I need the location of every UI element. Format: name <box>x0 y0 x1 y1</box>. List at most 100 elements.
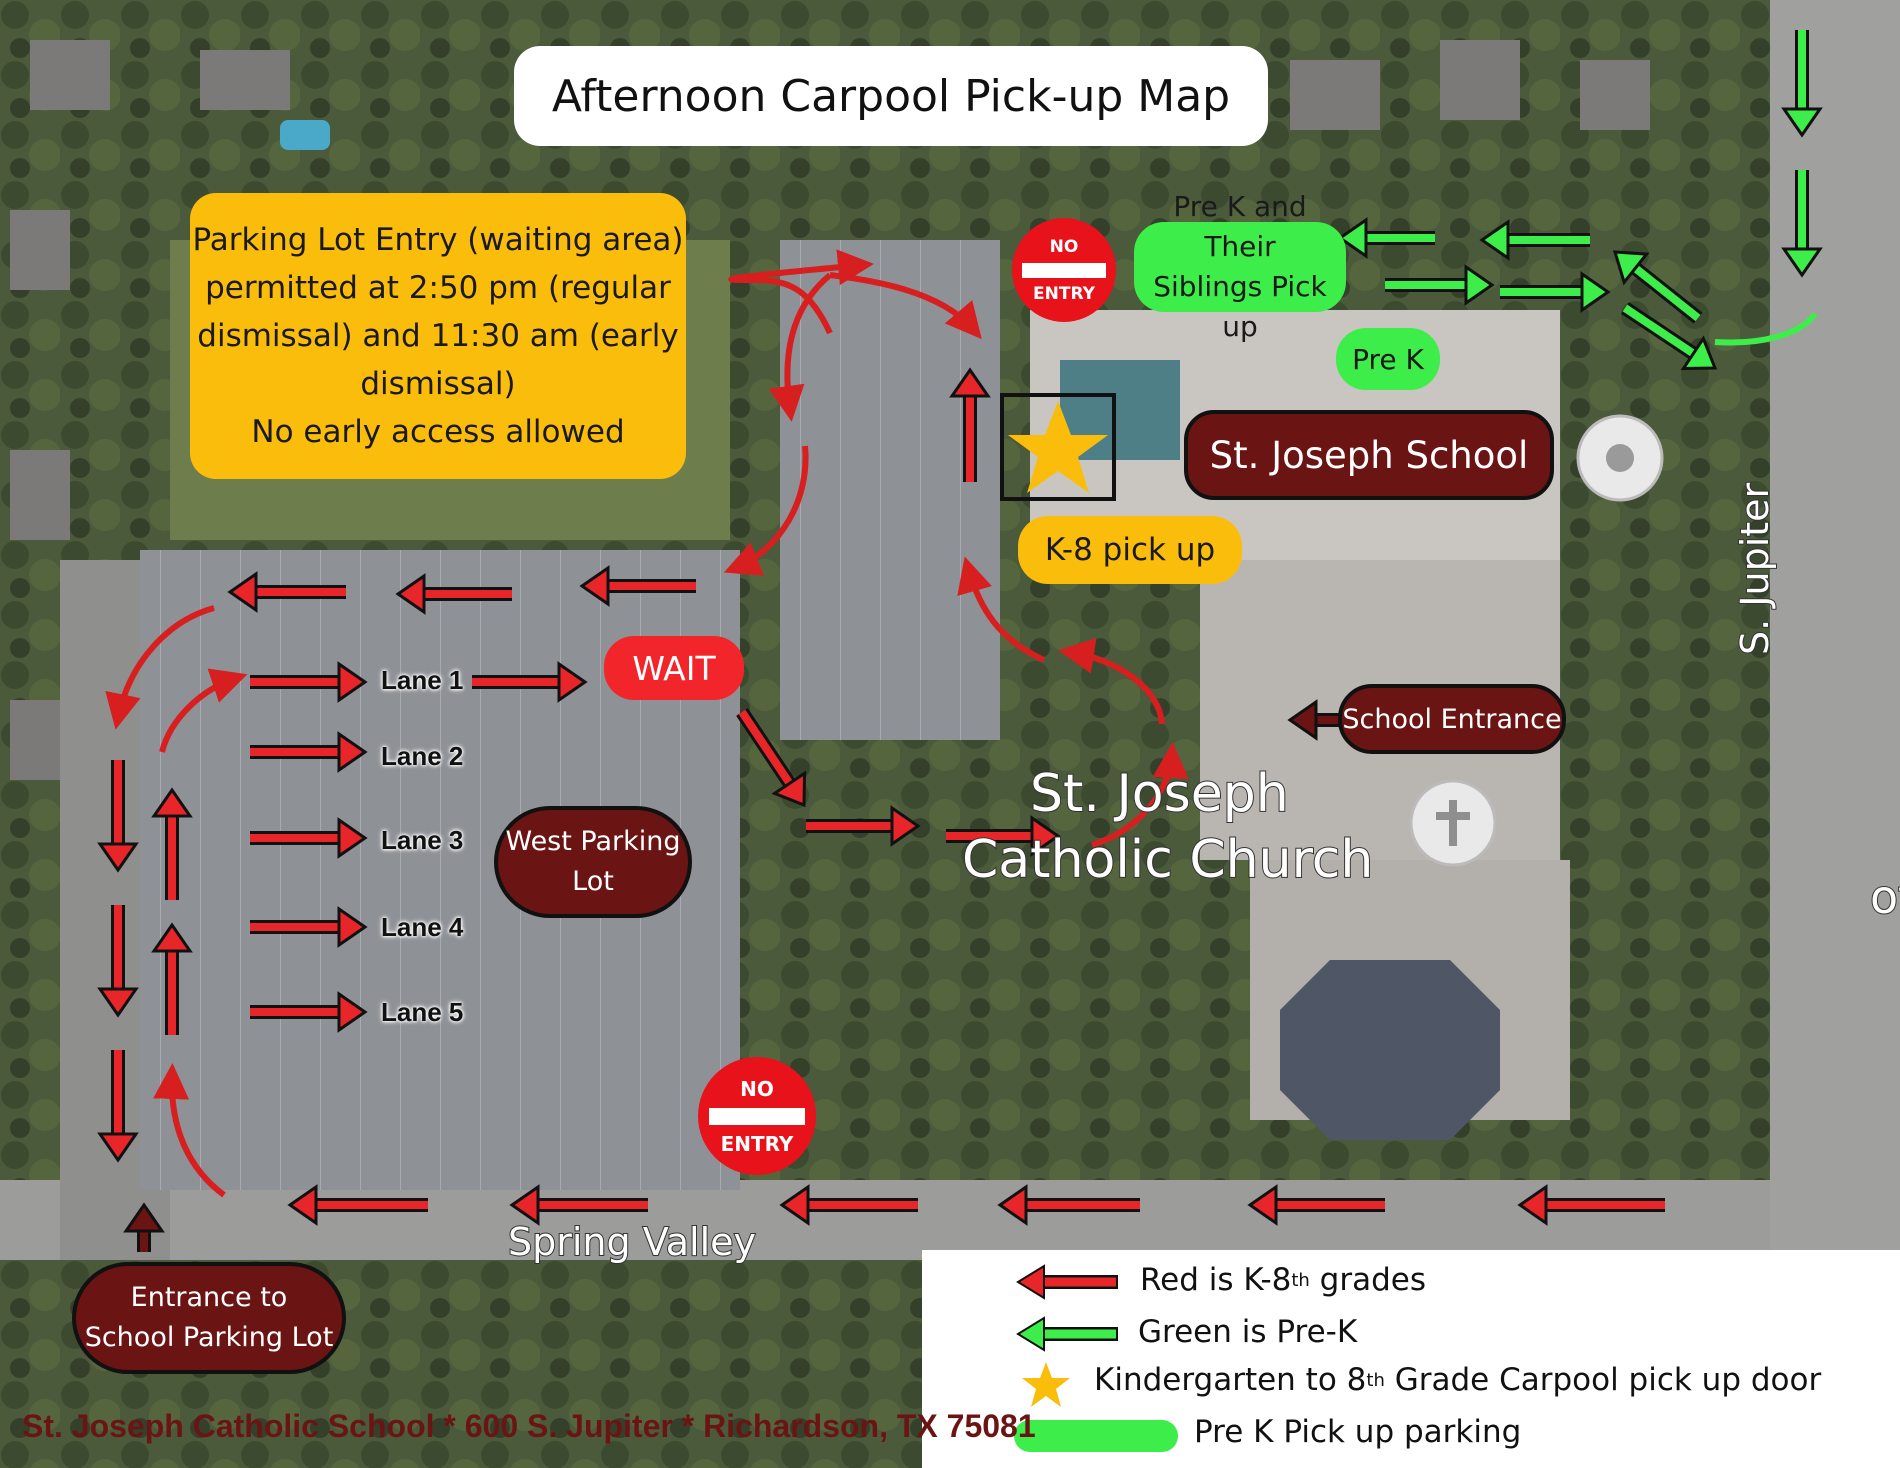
legend-star-suffix: Grade Carpool pick up door <box>1384 1362 1822 1398</box>
lot-corner-down-curve <box>105 605 215 730</box>
spring-valley-arrow-5 <box>509 1184 648 1226</box>
k8-pickup-label: K-8 pick up <box>1018 516 1242 584</box>
spring-valley-arrow-1 <box>1517 1184 1665 1226</box>
church-label-line-1: St. Joseph <box>1029 763 1290 825</box>
left-up-arrow-2 <box>151 922 193 1035</box>
wait-label: WAIT <box>604 636 744 700</box>
church-left-curve <box>1058 638 1165 725</box>
loop-left-down-curve <box>768 272 832 422</box>
jupiter-green-arrow-2 <box>1781 170 1823 278</box>
lane-arrow-4 <box>250 906 368 948</box>
no-entry-top-word: NO <box>740 1076 774 1101</box>
lot-top-arrow-1 <box>579 565 696 607</box>
prek-siblings-line-1: Pre K and Their <box>1173 190 1307 263</box>
entrance-lot-line-2: School Parking Lot <box>84 1322 334 1353</box>
prek-siblings-pickup-label: Pre K and Their Siblings Pick up <box>1134 190 1346 343</box>
notice-line-3: dismissal) and 11:30 am (early <box>197 318 679 354</box>
left-up-arrow-1 <box>151 787 193 900</box>
legend-red-arrow-icon <box>1016 1264 1118 1300</box>
west-lot-line-2: Lot <box>572 866 614 897</box>
entrance-curve <box>153 1063 226 1198</box>
left-down-arrow-2 <box>97 905 139 1018</box>
edge-map-text: of <box>1869 869 1900 925</box>
k8-approach-curve <box>957 556 1046 663</box>
lane-3-label: Lane 3 <box>381 825 464 855</box>
center-up-arrow <box>949 367 991 482</box>
legend-parking-text: Pre K Pick up parking <box>1194 1414 1522 1450</box>
no-entry-sign-top: NO ENTRY <box>1012 218 1116 322</box>
jupiter-green-arrow-1 <box>1781 30 1823 138</box>
no-entry-bar-icon <box>709 1107 805 1125</box>
lane-2-label: Lane 2 <box>381 741 464 771</box>
legend-red-prefix: Red is K-8 <box>1140 1262 1292 1298</box>
notice-line-2: permitted at 2:50 pm (regular <box>205 270 671 306</box>
legend-star-prefix: Kindergarten to 8 <box>1094 1362 1367 1398</box>
green-west-arrow-2 <box>1479 219 1590 261</box>
no-entry-bottom-word: ENTRY <box>720 1131 794 1156</box>
notice-line-1: Parking Lot Entry (waiting area) <box>192 222 684 258</box>
left-down-arrow-1 <box>97 760 139 873</box>
green-diag-arrow-2 <box>1621 302 1718 371</box>
no-entry-top-word: NO <box>1049 236 1079 257</box>
legend-red-suffix: grades <box>1309 1262 1427 1298</box>
west-lot-line-1: West Parking <box>505 826 681 857</box>
legend-star-sup: th <box>1366 1369 1385 1391</box>
lane-arrow-2 <box>250 731 368 773</box>
west-parking-lot-label: West Parking Lot <box>494 806 692 918</box>
wait-exit-arrow <box>736 708 807 808</box>
school-pin-icon <box>1576 414 1664 502</box>
left-down-arrow-3 <box>97 1050 139 1163</box>
parking-entry-notice: Parking Lot Entry (waiting area) permitt… <box>190 193 686 479</box>
prek-siblings-line-2: Siblings Pick up <box>1153 270 1327 343</box>
lot-top-arrow-2 <box>395 573 512 615</box>
no-entry-bottom-word: ENTRY <box>1033 283 1095 304</box>
church-pin-icon <box>1409 779 1497 867</box>
green-diag-arrow-1 <box>1612 250 1703 324</box>
middle-arrow-2 <box>946 815 1061 857</box>
lane-5-label: Lane 5 <box>381 997 464 1027</box>
green-east-arrow-1 <box>1385 264 1495 306</box>
notice-line-4: dismissal) <box>360 366 516 402</box>
entrance-lot-line-1: Entrance to <box>130 1282 288 1313</box>
school-address-footer: St. Joseph Catholic School * 600 S. Jupi… <box>22 1408 1036 1444</box>
legend-star-icon <box>1022 1362 1070 1407</box>
lot-corner-up-curve <box>159 668 248 753</box>
spring-valley-arrow-4 <box>779 1184 918 1226</box>
green-west-arrow-1 <box>1337 217 1435 259</box>
k8-pickup-door-box <box>1000 393 1116 501</box>
notice-line-5: No early access allowed <box>251 414 625 450</box>
school-name-label: St. Joseph School <box>1184 410 1554 500</box>
lane-1-to-wait-arrow <box>472 661 588 703</box>
jupiter-street-label: S. Jupiter <box>1732 482 1778 656</box>
middle-arrow-1 <box>806 805 921 847</box>
loop-top-right-curve <box>829 272 982 340</box>
lane-arrow-3 <box>250 817 368 859</box>
school-entrance-arrow <box>1287 699 1342 741</box>
lane-1-label: Lane 1 <box>381 665 464 695</box>
map-title: Afternoon Carpool Pick-up Map <box>514 46 1268 146</box>
prek-label: Pre K <box>1336 328 1440 390</box>
no-entry-sign-bottom: NO ENTRY <box>698 1057 816 1175</box>
parking-lot-entrance-label: Entrance to School Parking Lot <box>72 1262 346 1374</box>
lot-entrance-up-arrow <box>123 1202 165 1252</box>
spring-valley-arrow-3 <box>997 1184 1140 1226</box>
spring-valley-street-label: Spring Valley <box>507 1219 757 1265</box>
church-label-line-2: Catholic Church <box>961 829 1374 891</box>
lane-arrow-1 <box>250 661 368 703</box>
no-entry-bar-icon <box>1022 262 1106 278</box>
school-entrance-label: School Entrance <box>1338 684 1566 754</box>
lane-arrow-5 <box>250 991 368 1033</box>
lot-top-arrow-3 <box>227 571 346 613</box>
green-east-arrow-2 <box>1500 271 1611 313</box>
star-icon <box>1008 401 1108 493</box>
spring-valley-arrow-2 <box>1247 1184 1385 1226</box>
spring-valley-arrow-6 <box>287 1184 428 1226</box>
loop-down-to-lot-curve <box>723 445 809 576</box>
legend-red-sup: th <box>1291 1269 1310 1291</box>
legend-green-text: Green is Pre-K <box>1138 1314 1358 1350</box>
church-up-curve <box>1091 742 1189 848</box>
green-turn-curve <box>1714 312 1818 346</box>
